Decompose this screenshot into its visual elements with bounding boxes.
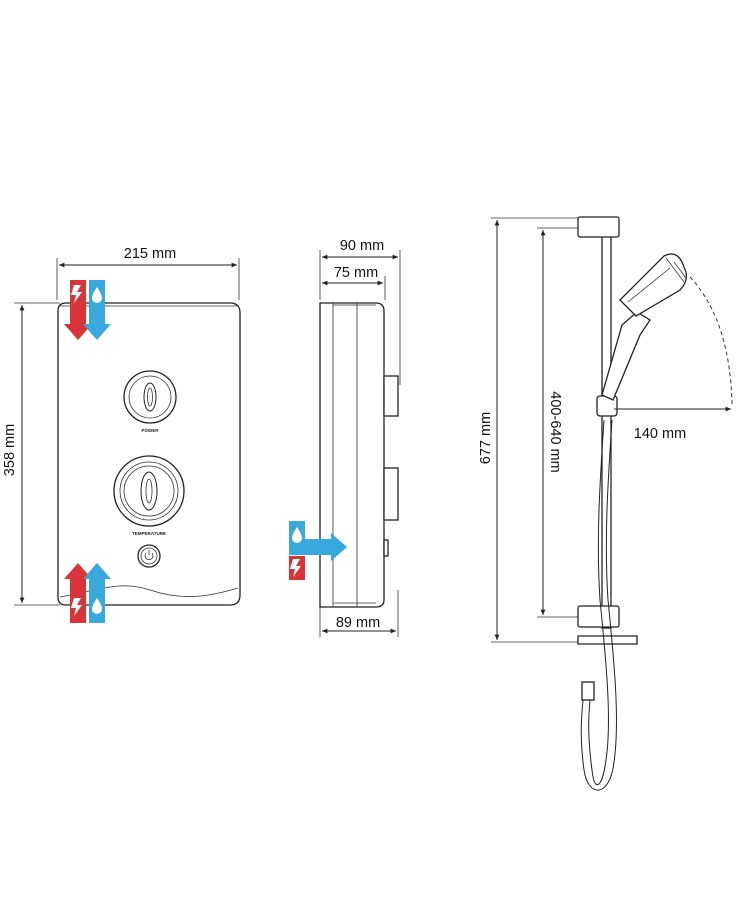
side-entry-icon <box>289 521 347 580</box>
electric-bolt-icon <box>289 556 305 580</box>
width-label: 215 mm <box>124 246 176 262</box>
power-knob[interactable] <box>123 370 177 424</box>
bottom-entry-icon <box>64 563 111 623</box>
soap-dish <box>577 635 638 645</box>
bottom-bracket <box>577 605 620 628</box>
depth-base-label: 89 mm <box>336 615 380 631</box>
shower-unit-front <box>57 302 241 606</box>
power-button-icon[interactable] <box>137 544 161 568</box>
side-view: 90 mm 75 mm 89 mm <box>289 238 401 637</box>
power-knob-label: POWER <box>141 428 159 433</box>
shower-handset[interactable] <box>601 253 688 401</box>
top-bracket <box>577 216 620 238</box>
overall-height-label: 677 mm <box>478 412 494 464</box>
water-drop-icon <box>83 280 111 340</box>
shower-hose <box>588 419 609 785</box>
adjustable-range-label: 400-640 mm <box>547 391 563 472</box>
depth-total-label: 90 mm <box>340 238 384 254</box>
hose-connector <box>581 681 595 701</box>
height-label: 358 mm <box>2 424 18 476</box>
riser-rail: 677 mm 400-640 mm 140 mm <box>478 216 733 791</box>
shower-unit-side <box>319 302 385 608</box>
front-view: 215 mm 358 mm POWER TEMPERATURE <box>2 246 241 623</box>
head-reach-label: 140 mm <box>634 426 686 442</box>
depth-body-label: 75 mm <box>334 265 378 281</box>
power-knob-side <box>383 375 399 417</box>
water-drop-icon <box>289 521 347 561</box>
temperature-knob-label: TEMPERATURE <box>132 531 166 536</box>
temperature-knob-side <box>383 467 399 521</box>
top-entry-icon <box>64 280 111 340</box>
water-drop-icon <box>83 563 111 623</box>
temperature-knob[interactable] <box>113 455 185 527</box>
swing-arc <box>689 276 733 405</box>
